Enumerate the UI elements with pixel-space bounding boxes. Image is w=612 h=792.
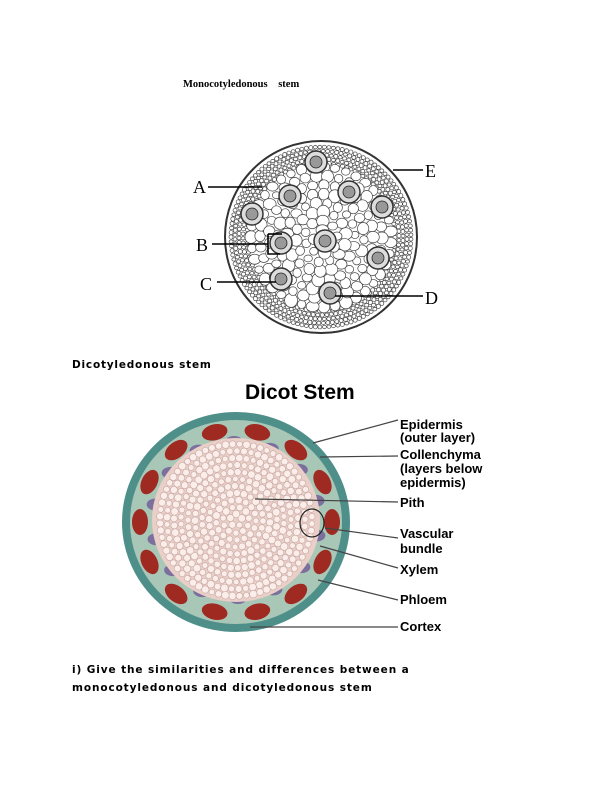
dicot-figure-title: Dicot Stem (245, 381, 355, 404)
label-collenchyma-note-1: (layers below (400, 461, 483, 476)
label-pith: Pith (400, 495, 425, 510)
label-phloem: Phloem (400, 592, 447, 607)
label-e: E (425, 161, 436, 181)
pith-cells (156, 440, 316, 600)
monocot-title: Monocotyledonous stem (183, 79, 300, 90)
dicot-heading: Dicotyledonous stem (72, 359, 212, 371)
monocot-cells (224, 140, 418, 334)
label-collenchyma-note-2: epidermis) (400, 475, 466, 490)
label-bundle: bundle (400, 541, 443, 556)
monocot-stem-diagram: A B C D E (193, 140, 438, 334)
label-d: D (425, 288, 438, 308)
label-vascular: Vascular (400, 526, 454, 541)
question-text: i) Give the similarities and differences… (72, 661, 410, 697)
dicot-stem-diagram: Dicot Stem Epidermis (outer layer) Colle… (122, 381, 483, 634)
label-xylem: Xylem (400, 562, 438, 577)
label-a: A (193, 177, 206, 197)
question-line-2: monocotyledonous and dicotyledonous stem (72, 682, 373, 694)
label-c: C (200, 274, 212, 294)
label-epidermis: Epidermis (400, 417, 463, 432)
label-collenchyma: Collenchyma (400, 447, 482, 462)
label-b: B (196, 235, 208, 255)
question-line-1: i) Give the similarities and differences… (72, 664, 410, 676)
label-epidermis-note: (outer layer) (400, 430, 475, 445)
label-cortex: Cortex (400, 619, 442, 634)
